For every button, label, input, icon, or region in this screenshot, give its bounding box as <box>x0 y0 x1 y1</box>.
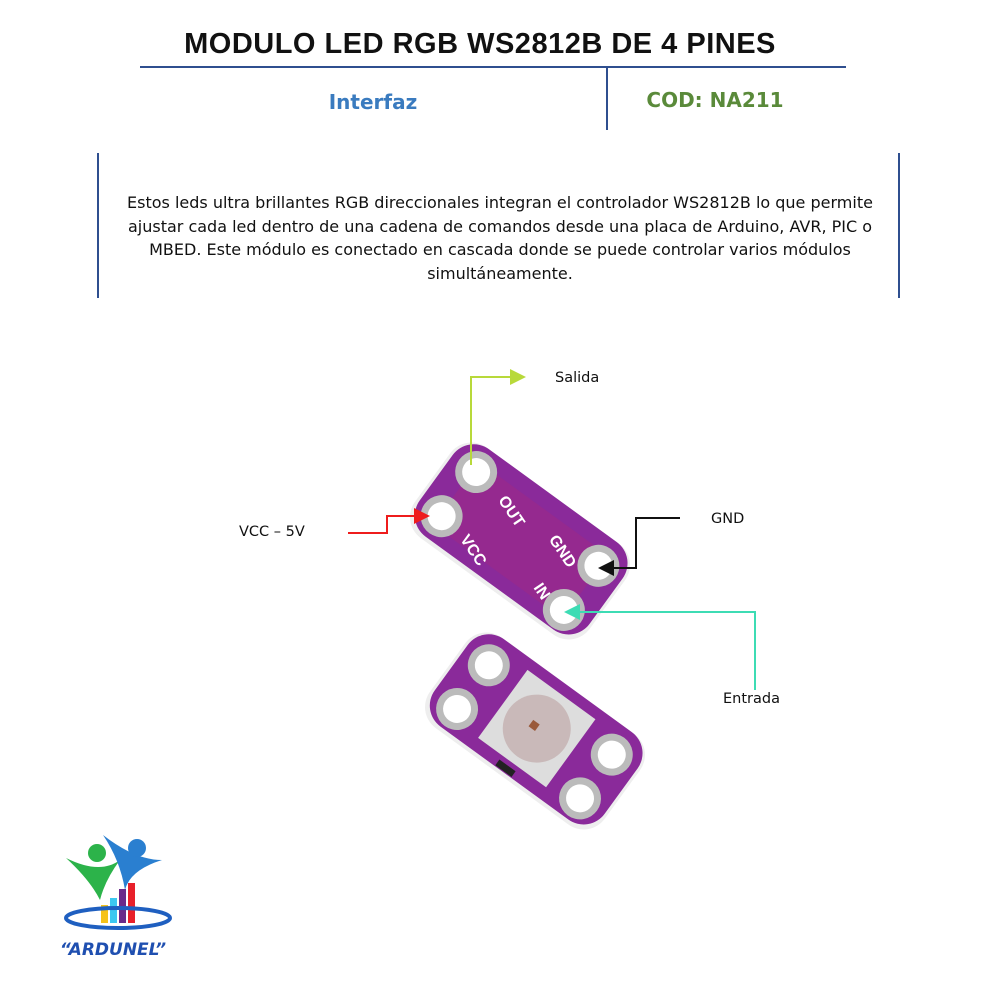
header-divider <box>140 66 846 68</box>
led-module-back: OUT VCC GND IN <box>410 442 630 640</box>
description-border-right <box>898 153 900 298</box>
section-label: Interfaz <box>328 90 418 114</box>
label-vcc: VCC – 5V <box>239 524 305 540</box>
page-title: MODULO LED RGB WS2812B DE 4 PINES <box>184 28 776 60</box>
label-entrada: Entrada <box>723 691 780 707</box>
salida-arrow <box>470 369 526 465</box>
led-module-front <box>425 632 645 830</box>
label-salida: Salida <box>555 370 600 386</box>
product-code: COD: NA211 <box>646 88 784 112</box>
description-border-left <box>97 153 99 298</box>
pin-label-in: IN <box>530 580 553 603</box>
pin-vcc-pad <box>420 495 463 538</box>
product-description: Estos leds ultra brillantes RGB direccio… <box>127 193 873 283</box>
vcc-arrow <box>348 508 430 534</box>
gnd-arrow <box>598 517 680 576</box>
label-gnd: GND <box>711 511 745 527</box>
pin-out-pad <box>455 451 498 494</box>
header-column-divider <box>606 67 608 130</box>
entrada-arrow <box>564 604 756 690</box>
